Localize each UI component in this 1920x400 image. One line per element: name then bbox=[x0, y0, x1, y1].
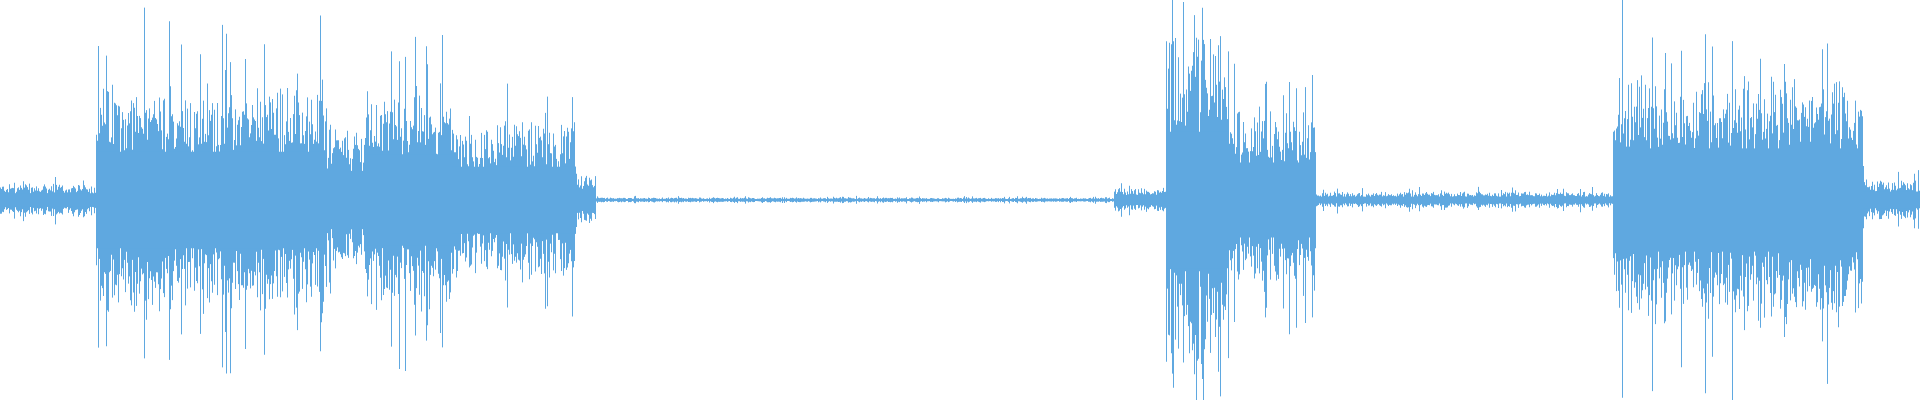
waveform-core bbox=[0, 131, 1920, 269]
